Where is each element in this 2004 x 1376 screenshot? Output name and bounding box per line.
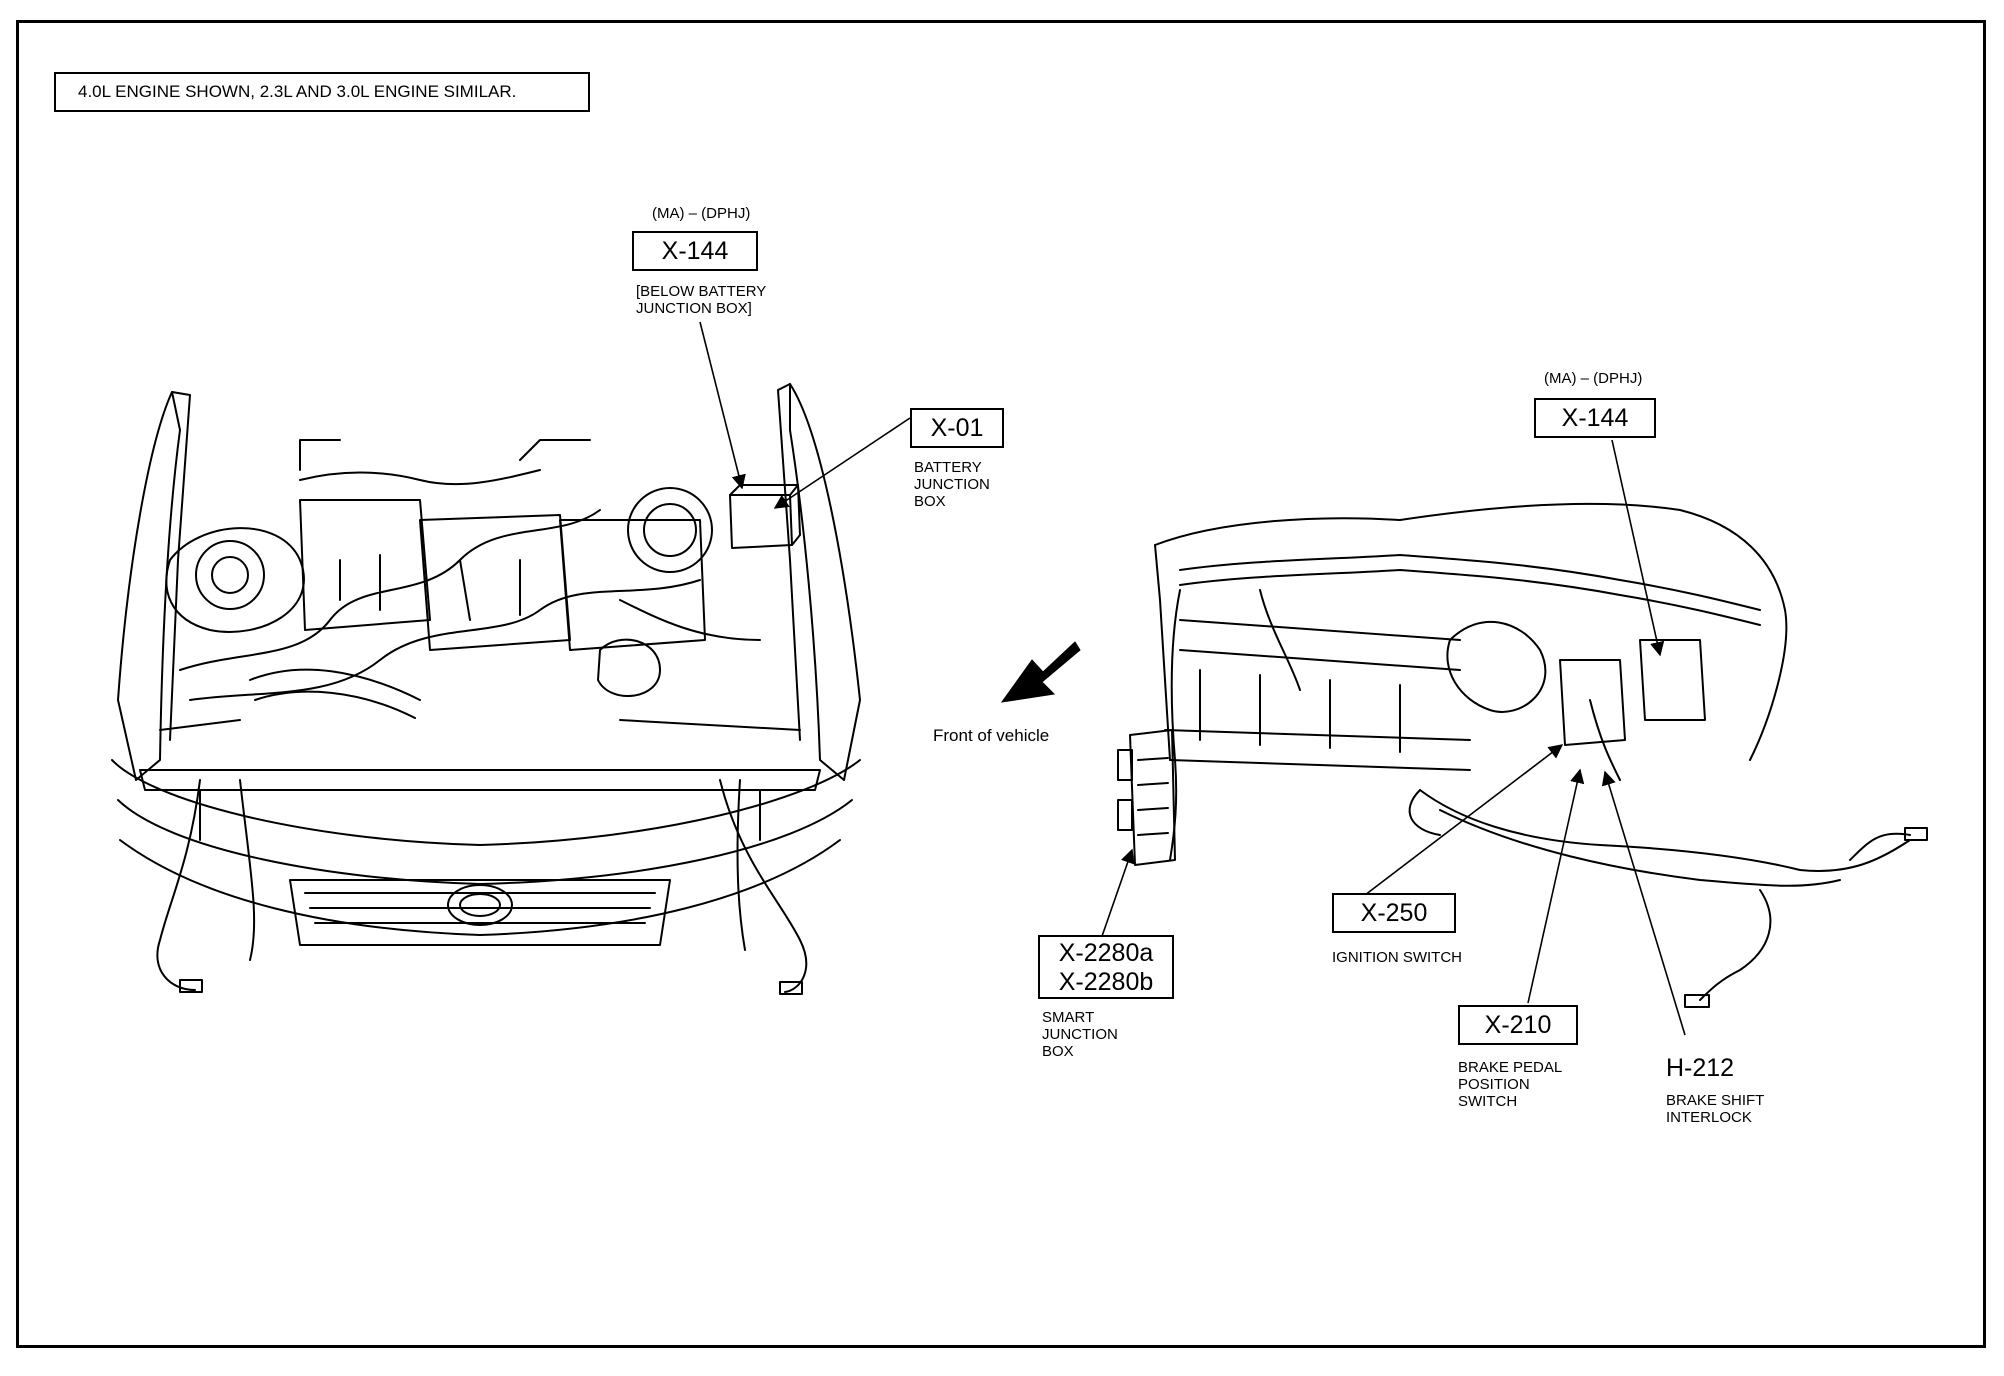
connector-x250-tag: X-250 [1332,893,1456,933]
x144-engine-description: [BELOW BATTERY JUNCTION BOX] [636,283,767,317]
connector-x2280b-id: X-2280b [1058,968,1154,996]
x2280-description: SMART JUNCTION BOX [1042,1009,1118,1060]
x144-variant-dash: (MA) – (DPHJ) [1544,370,1643,387]
connector-x01-tag: X-01 [910,408,1004,448]
dash-panel-illustration [1117,502,1928,1008]
diagram-frame [16,20,1986,1348]
connector-x2280-tag: X-2280a X-2280b [1038,935,1174,999]
engine-bay-illustration [111,383,861,995]
front-direction-arrow-icon [1000,641,1081,703]
front-of-vehicle-label: Front of vehicle [933,726,1050,745]
harness-h212-id: H-212 [1666,1054,1735,1082]
engine-note: 4.0L ENGINE SHOWN, 2.3L AND 3.0L ENGINE … [54,72,590,112]
connector-x2280a-id: X-2280a [1058,939,1154,967]
connector-x210-tag: X-210 [1458,1005,1578,1045]
x144-variant-engine: (MA) – (DPHJ) [652,205,751,222]
leader-lines [699,321,1686,1036]
connector-x144-engine-tag: X-144 [632,231,758,271]
connector-x144-dash-tag: X-144 [1534,398,1656,438]
x250-description: IGNITION SWITCH [1332,949,1462,966]
x210-description: BRAKE PEDAL POSITION SWITCH [1458,1059,1563,1110]
h212-description: BRAKE SHIFT INTERLOCK [1666,1092,1765,1126]
x01-description: BATTERY JUNCTION BOX [914,459,990,510]
